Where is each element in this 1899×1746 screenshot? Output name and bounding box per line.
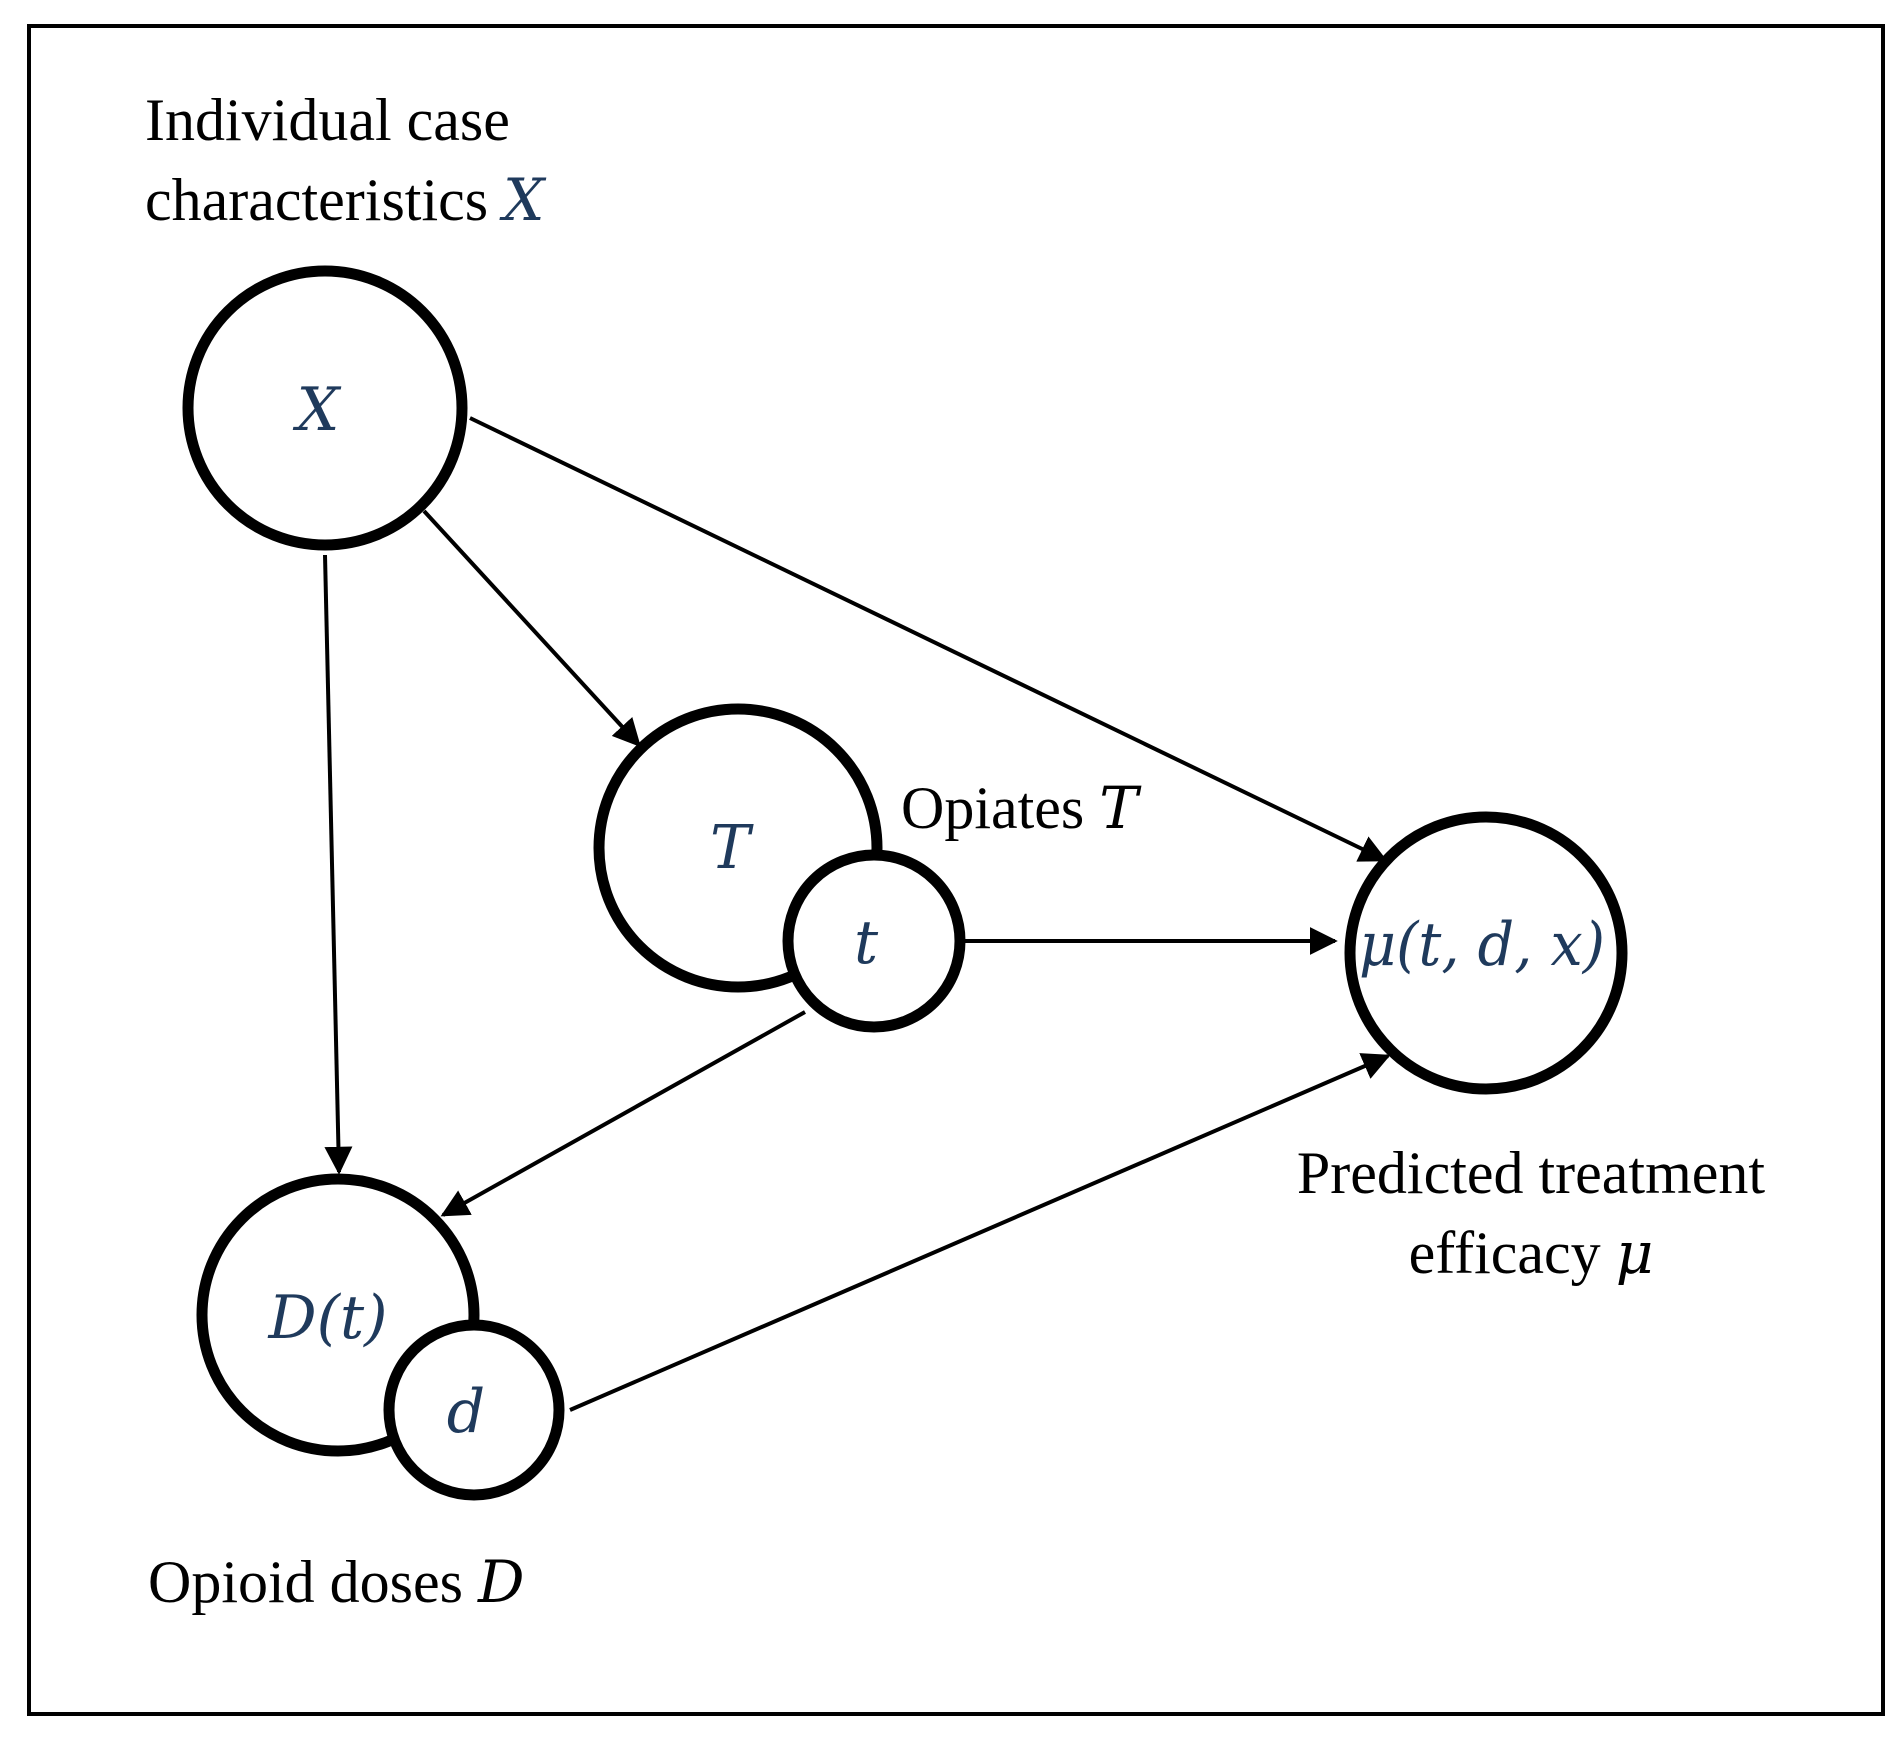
edge-d-to-mu — [569, 1053, 1391, 1412]
caption-x-symbol: X — [499, 166, 547, 234]
caption-doses-text: Opioid doses D — [148, 1548, 525, 1616]
node-T-label: T — [710, 813, 754, 883]
node-t: t — [782, 849, 966, 1033]
caption-opiates-symbol: T — [1099, 774, 1142, 842]
node-x-label: X — [293, 375, 342, 445]
caption-opiates-text: Opiates T — [901, 774, 1142, 842]
edge-t-to-Dt — [440, 1010, 806, 1217]
edge-x-to-mu — [469, 416, 1388, 862]
node-d-circle — [383, 1319, 565, 1501]
edges — [323, 416, 1391, 1412]
node-d-label: d — [447, 1377, 485, 1447]
caption-x-line1: Individual case — [145, 87, 510, 153]
caption-opiates: Opiates T — [901, 774, 1142, 842]
node-x-circle — [182, 265, 468, 551]
caption-mu-line2: efficacy μ — [1409, 1219, 1654, 1287]
node-x: X — [182, 265, 468, 551]
node-t-circle — [782, 849, 966, 1033]
caption-opiates-label: Opiates — [901, 775, 1099, 841]
node-mu-circle — [1344, 811, 1628, 1095]
edge-x-to-Dt — [323, 554, 353, 1175]
caption-doses-symbol: D — [477, 1548, 525, 1616]
caption-mu: Predicted treatment efficacy μ — [1297, 1140, 1765, 1287]
caption-x-line2-text: characteristics — [145, 167, 503, 233]
edge-x-to-T — [422, 509, 641, 748]
caption-doses: Opioid doses D — [148, 1548, 525, 1616]
node-mu: μ(t, d, x) — [1344, 811, 1628, 1095]
node-d: d — [383, 1319, 565, 1501]
caption-doses-label: Opioid doses — [148, 1549, 478, 1615]
node-t-label: t — [854, 908, 879, 978]
caption-x: Individual case characteristics X — [145, 87, 547, 234]
diagram-frame — [27, 24, 1885, 1716]
caption-mu-line2-text: efficacy — [1409, 1220, 1616, 1286]
caption-x-line2: characteristics X — [145, 166, 547, 234]
caption-mu-line1: Predicted treatment — [1297, 1140, 1765, 1206]
caption-mu-symbol: μ — [1616, 1219, 1654, 1287]
node-Dt-label: D(t) — [267, 1283, 387, 1353]
node-mu-label: μ(t, d, x) — [1359, 910, 1605, 980]
